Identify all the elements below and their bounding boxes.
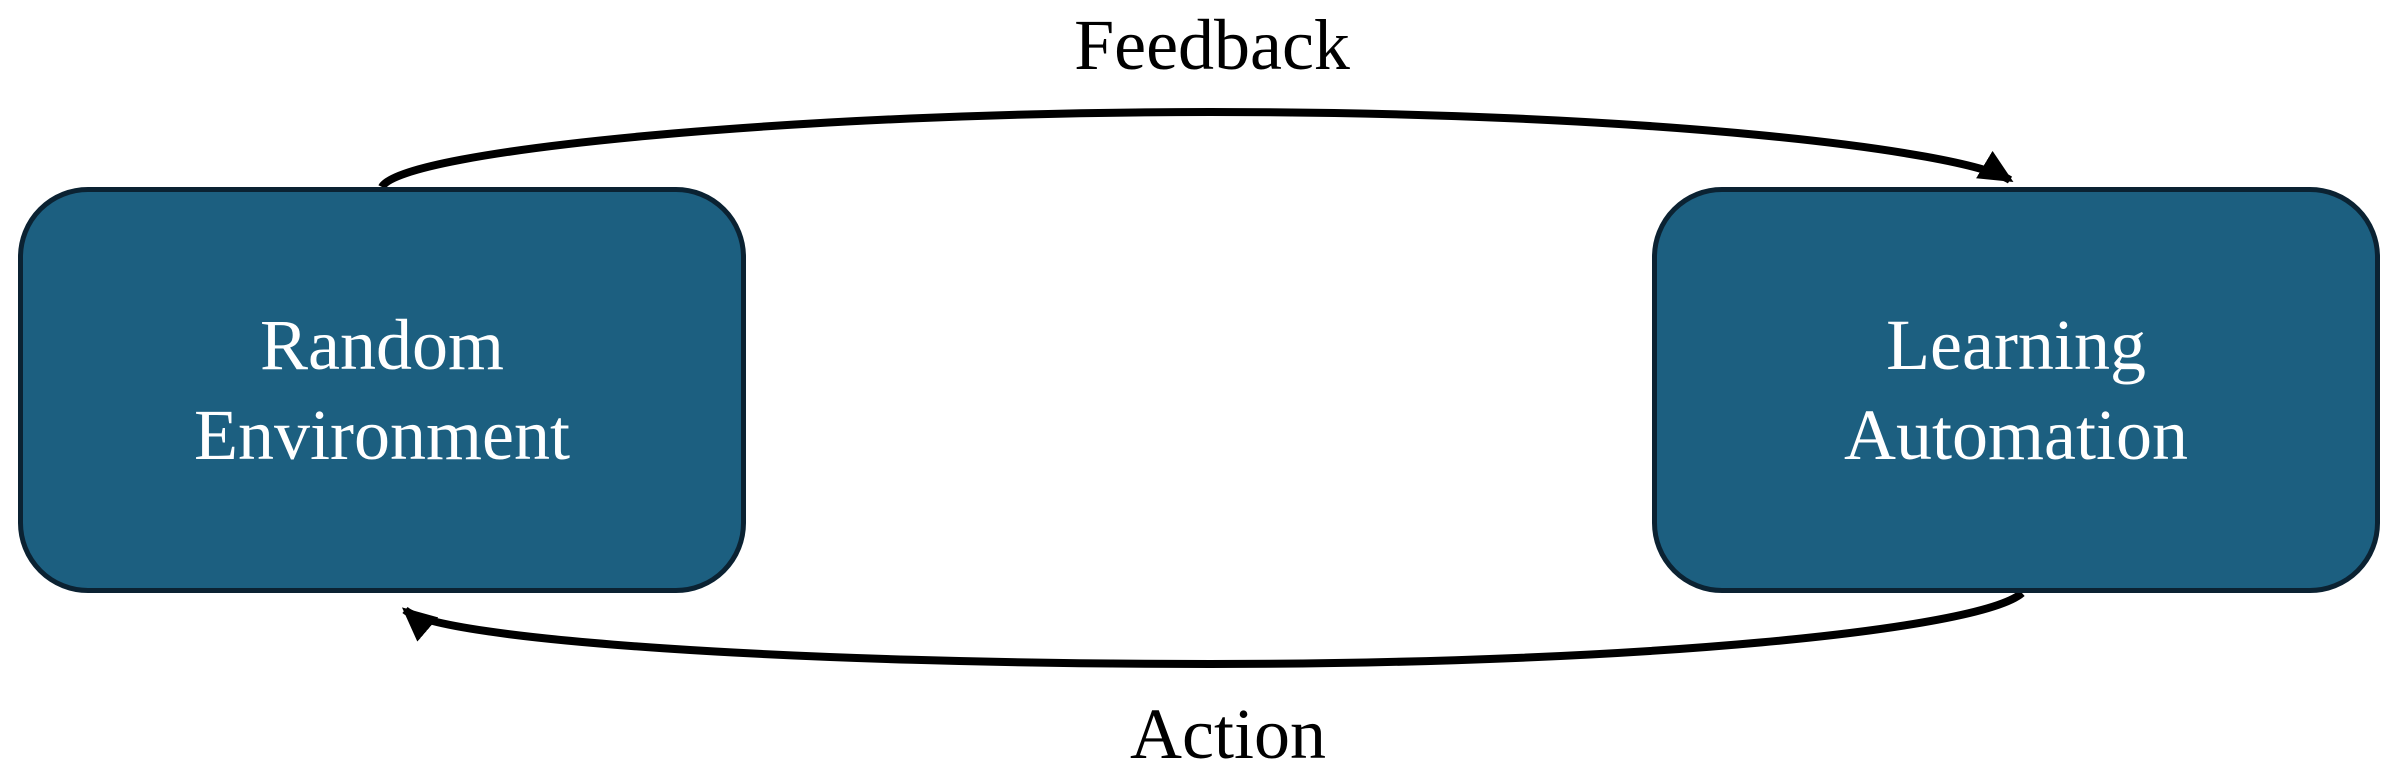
learning-automation-label-line2: Automation <box>1844 395 2188 475</box>
random-environment-label-line2: Environment <box>194 395 570 475</box>
action-label: Action <box>1130 694 1326 774</box>
feedback-arrow <box>378 107 2014 190</box>
random-environment-node: Random Environment <box>18 187 746 593</box>
learning-automation-label-line1: Learning <box>1886 305 2146 385</box>
feedback-label: Feedback <box>1074 5 1350 85</box>
random-environment-label-line1: Random <box>260 305 504 385</box>
learning-automation-node: Learning Automation <box>1652 187 2380 593</box>
action-arrow <box>401 589 2025 669</box>
